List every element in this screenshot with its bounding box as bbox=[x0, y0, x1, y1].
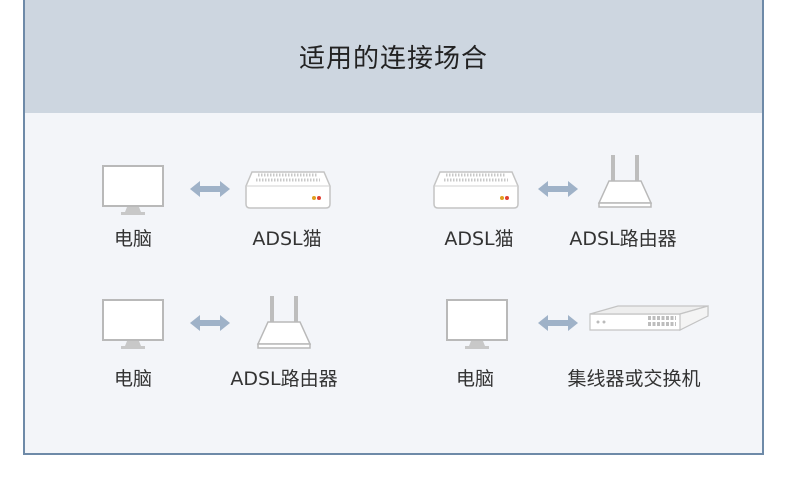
double-arrow-icon bbox=[190, 181, 230, 197]
panel-header: 适用的连接场合 bbox=[25, 0, 762, 113]
monitor-icon bbox=[102, 299, 164, 349]
double-arrow-icon bbox=[190, 315, 230, 331]
device-label: ADSL猫 bbox=[252, 228, 322, 250]
adsl-modem-icon bbox=[433, 171, 519, 209]
monitor-icon bbox=[102, 165, 164, 215]
connection-panel: 适用的连接场合 bbox=[23, 0, 764, 455]
device-label: ADSL路由器 bbox=[230, 368, 338, 390]
switch-icon bbox=[589, 305, 709, 331]
device-label: ADSL猫 bbox=[444, 228, 514, 250]
double-arrow-icon bbox=[538, 181, 578, 197]
device-label: 电脑 bbox=[455, 368, 495, 390]
adsl-modem-icon bbox=[245, 171, 331, 209]
device-label: 集线器或交换机 bbox=[567, 368, 701, 390]
device-label: 电脑 bbox=[113, 228, 153, 250]
router-icon bbox=[256, 296, 312, 349]
device-label: ADSL路由器 bbox=[569, 228, 677, 250]
monitor-icon bbox=[446, 299, 508, 349]
router-icon bbox=[597, 155, 653, 208]
double-arrow-icon bbox=[538, 315, 578, 331]
device-label: 电脑 bbox=[113, 368, 153, 390]
page-title: 适用的连接场合 bbox=[298, 44, 488, 74]
